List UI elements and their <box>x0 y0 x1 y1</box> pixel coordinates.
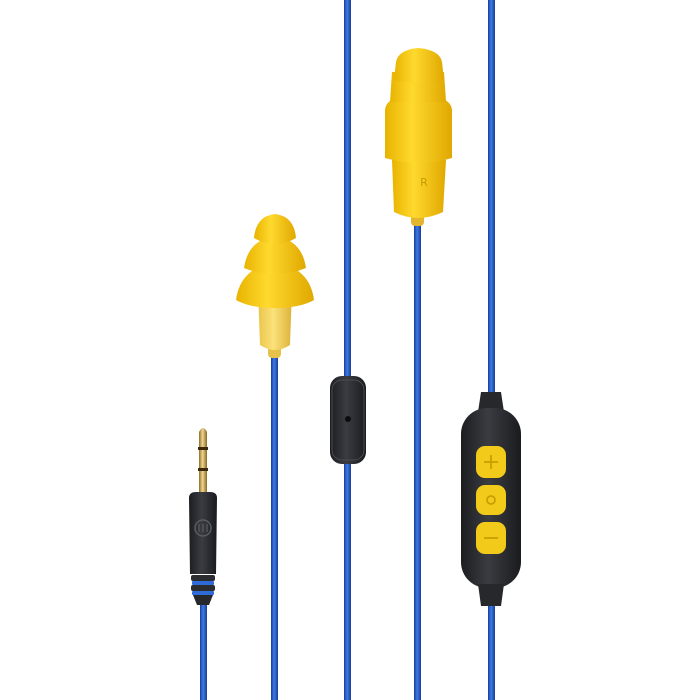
plus-icon <box>484 455 498 469</box>
right-ear-marker: R <box>420 176 428 189</box>
left-earbud-cable <box>271 350 278 700</box>
mic-cable <box>344 0 351 700</box>
volume-up-button[interactable] <box>476 446 506 478</box>
play-pause-icon <box>486 495 496 505</box>
brand-logo-icon <box>194 519 212 537</box>
audio-plug <box>189 428 217 605</box>
left-earbud <box>236 214 314 358</box>
inline-remote <box>461 392 521 606</box>
right-earbud-cable <box>414 215 421 700</box>
right-earbud: R <box>385 48 452 226</box>
volume-down-button[interactable] <box>476 522 506 554</box>
cables <box>200 0 495 700</box>
remote-cable <box>488 0 495 700</box>
mic-hole-icon <box>345 416 351 422</box>
plug-tip <box>199 428 207 498</box>
play-pause-button[interactable] <box>476 485 506 515</box>
plug-cable <box>200 595 207 700</box>
inline-microphone <box>330 376 366 464</box>
